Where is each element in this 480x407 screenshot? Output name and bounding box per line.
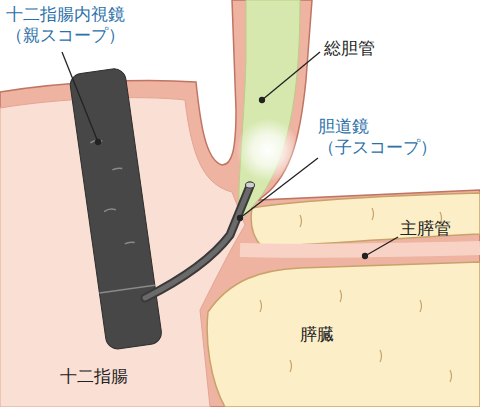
pancreas <box>207 262 480 407</box>
scope-tip <box>246 182 255 188</box>
part-label: 総胆管 <box>324 38 404 59</box>
part-label: 胆道鏡 （子スコープ） <box>318 116 450 157</box>
duodenoscope <box>69 67 163 350</box>
organ-label: 膵臓 <box>300 324 360 345</box>
pancreas <box>251 193 480 247</box>
part-label: 主膵管 <box>400 218 476 239</box>
pancreatic-duct <box>240 248 480 251</box>
cholangioscope <box>145 186 250 298</box>
light-glow <box>236 118 300 182</box>
part-label: 十二指腸内視鏡 （親スコープ） <box>6 4 134 45</box>
organ-label: 十二指腸 <box>60 366 150 387</box>
cholangioscope <box>145 186 250 298</box>
